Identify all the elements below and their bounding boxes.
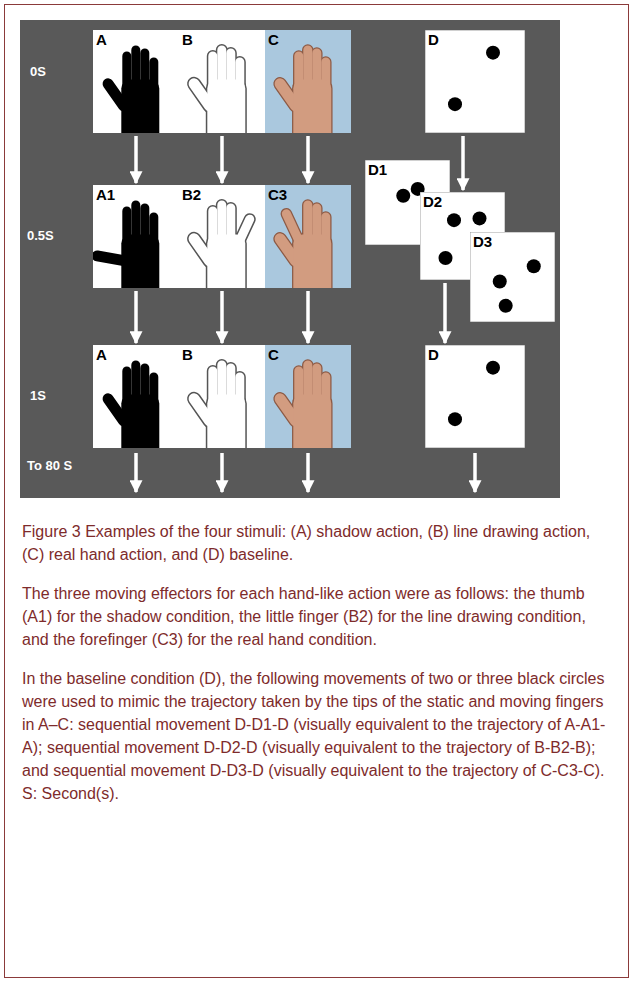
image-background — [425, 30, 525, 133]
baseline-dot — [527, 259, 541, 273]
hand-part — [207, 235, 245, 289]
baseline-dot — [493, 275, 507, 289]
time-label: 0.5S — [27, 228, 54, 244]
time-label: 1S — [30, 388, 46, 404]
figure-frame — [5, 5, 629, 978]
stimulus-frame: B — [179, 345, 265, 448]
stimulus-panel — [20, 20, 560, 498]
time-label: 0S — [30, 64, 46, 80]
panel-label: C — [268, 346, 279, 363]
caption-note: In the baseline condition (D), the follo… — [22, 667, 614, 805]
continue-arrows — [136, 453, 475, 492]
stimulus-frame: B2 — [179, 185, 265, 288]
caption-block: Figure 3 Examples of the four stimuli: (… — [22, 520, 614, 821]
baseline-dot — [499, 299, 513, 313]
baseline-dot — [486, 361, 500, 375]
hand-part — [293, 80, 331, 134]
stimulus-image — [470, 232, 555, 322]
stimulus-image — [265, 30, 351, 133]
image-background — [470, 232, 555, 322]
panel-label: C3 — [268, 186, 287, 203]
hand-part — [207, 395, 245, 449]
panel-label: D2 — [423, 193, 442, 210]
arrow-connector — [220, 291, 224, 343]
hand-part — [207, 80, 245, 134]
stimulus-image — [425, 345, 525, 448]
panel-label: B2 — [182, 186, 201, 203]
stimulus-frame: A — [93, 345, 179, 448]
hand-part — [293, 395, 331, 449]
stimulus-frame: D — [425, 30, 525, 133]
panel-label: C — [268, 31, 279, 48]
stimulus-frame: C3 — [265, 185, 351, 288]
hand-part — [207, 80, 245, 134]
hand-part — [207, 395, 245, 449]
hand-part — [121, 395, 159, 449]
panel-label: B — [182, 31, 193, 48]
panel-label: D1 — [368, 161, 387, 178]
stimulus-frame: D — [425, 345, 525, 448]
baseline-dot — [396, 189, 410, 203]
arrow-connector — [134, 291, 138, 343]
baseline-dot — [448, 412, 462, 426]
stimulus-frame: B — [179, 30, 265, 133]
stimulus-image — [425, 30, 525, 133]
stimulus-image — [265, 345, 351, 448]
panel-label: A — [96, 31, 107, 48]
panel-label: A — [96, 346, 107, 363]
arrow-connector — [220, 136, 224, 183]
stimulus-image — [93, 30, 179, 133]
arrow-connector — [443, 283, 447, 343]
panel-label: D3 — [473, 233, 492, 250]
stimulus-frame: C — [265, 345, 351, 448]
panel-label: D — [428, 31, 439, 48]
panel-label: D — [428, 346, 439, 363]
hand-part — [121, 80, 159, 134]
hand-part — [293, 80, 331, 134]
baseline-dot — [473, 211, 487, 225]
stimulus-frame: D3 — [470, 232, 555, 322]
hand-part — [293, 235, 331, 289]
arrow-connector — [134, 136, 138, 183]
baseline-dot — [439, 251, 453, 265]
stimulus-image — [179, 185, 265, 288]
panel-label: A1 — [96, 186, 115, 203]
figure-caption: Figure 3 Examples of the four stimuli: (… — [22, 520, 614, 566]
caption-note: The three moving effectors for each hand… — [22, 582, 614, 651]
arrow-connector — [461, 136, 465, 190]
hand-part — [293, 395, 331, 449]
arrow-connector — [306, 291, 310, 343]
hand-part — [121, 235, 159, 289]
time-label: To 80 S — [27, 458, 72, 474]
baseline-dot — [448, 97, 462, 111]
baseline-dot — [447, 213, 461, 227]
image-background — [425, 345, 525, 448]
stimulus-image — [179, 345, 265, 448]
stimulus-image — [179, 30, 265, 133]
hand-part — [293, 235, 331, 289]
stimulus-frame: C — [265, 30, 351, 133]
baseline-dot — [486, 46, 500, 60]
stimulus-frame: D2 — [420, 192, 505, 280]
continue-arrow — [220, 453, 224, 492]
stimulus-images — [91, 30, 555, 466]
hand-part — [207, 235, 245, 289]
stimulus-image — [93, 185, 179, 288]
stimulus-frame: A1 — [93, 185, 179, 288]
continue-arrow — [473, 453, 477, 492]
stimulus-image — [93, 345, 179, 448]
stimulus-frame: A — [93, 30, 179, 133]
panel-label: B — [182, 346, 193, 363]
continue-arrow — [134, 453, 138, 492]
stimulus-image — [265, 185, 351, 288]
arrow-connector — [306, 136, 310, 183]
continue-arrow — [306, 453, 310, 492]
